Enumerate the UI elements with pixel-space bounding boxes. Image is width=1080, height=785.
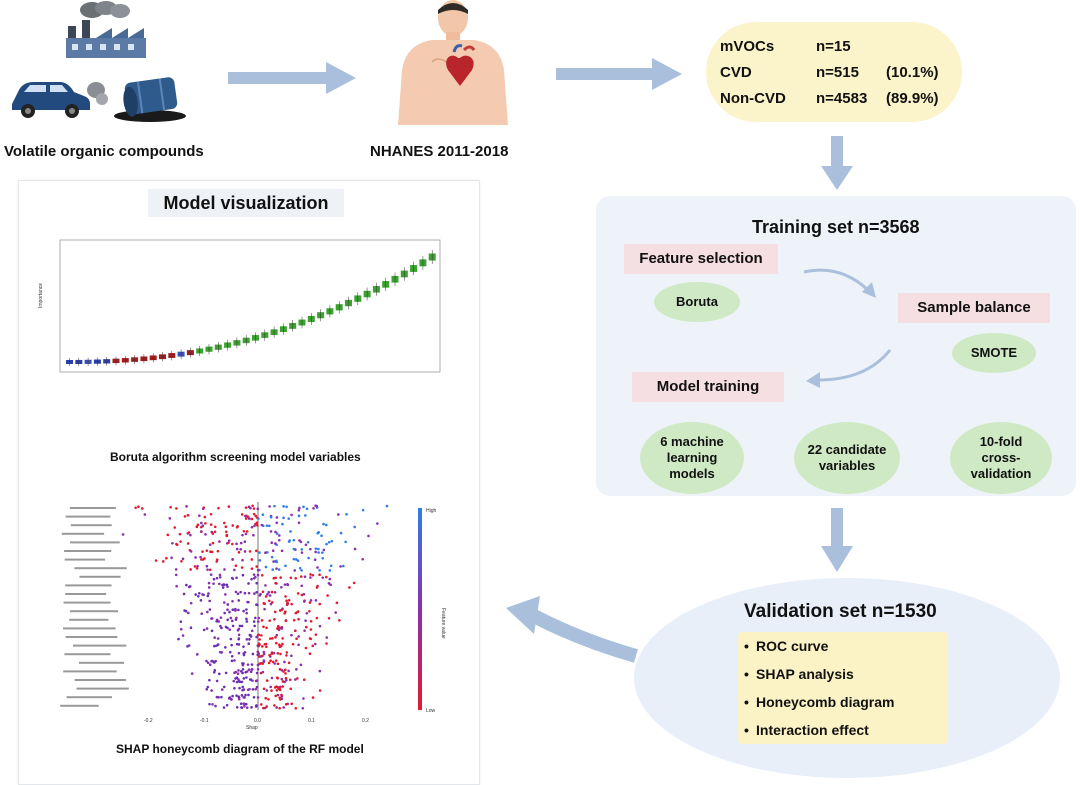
model-visualization-title: Model visualization [148, 189, 344, 217]
validation-title: Validation set n=1530 [744, 601, 937, 622]
models-oval: 6 machine learning models [640, 422, 744, 494]
arrow-right-icon [556, 58, 682, 90]
stats-n: n=515 [816, 64, 859, 81]
curved-arrow-icon [806, 349, 892, 388]
human-heart-icon [398, 0, 508, 125]
stats-pct: (89.9%) [886, 90, 939, 107]
stats-n: n=15 [816, 38, 851, 55]
factory-icon [66, 1, 146, 58]
validation-list: ROC curve SHAP analysis Honeycomb diagra… [738, 632, 948, 744]
boruta-caption: Boruta algorithm screening model variabl… [110, 450, 361, 464]
shap-plot: High Low Feature value -0.2 -0.1 0.0 0.1… [60, 502, 446, 730]
stats-name: Non-CVD [720, 90, 786, 107]
list-item: ROC curve [744, 638, 828, 654]
stats-name: mVOCs [720, 38, 775, 55]
arrow-down-icon [821, 136, 853, 190]
svg-text:0.1: 0.1 [308, 718, 315, 724]
svg-text:-0.2: -0.2 [144, 718, 153, 724]
voc-label: Volatile organic compounds [4, 143, 204, 160]
stats-n: n=4583 [816, 90, 868, 107]
svg-text:Shap: Shap [246, 725, 258, 730]
svg-text:0.2: 0.2 [362, 718, 369, 724]
stats-pct: (10.1%) [886, 64, 939, 81]
car-exhaust-icon [12, 82, 108, 118]
feature-selection-label: Feature selection [624, 244, 778, 274]
oil-barrel-icon [114, 77, 186, 122]
model-training-label: Model training [632, 372, 784, 402]
cohort-stats-box: mVOCs n=15 CVD n=515 (10.1%) Non-CVD n=4… [706, 22, 962, 122]
smote-oval: SMOTE [952, 333, 1036, 373]
svg-text:0.0: 0.0 [254, 718, 261, 724]
arrow-right-icon [228, 62, 356, 94]
curved-arrow-back-icon [506, 596, 638, 663]
variables-oval: 22 candidate variables [794, 422, 900, 494]
list-item: SHAP analysis [744, 666, 854, 682]
svg-text:-0.1: -0.1 [200, 718, 209, 724]
sample-balance-label: Sample balance [898, 293, 1050, 323]
list-item: Honeycomb diagram [744, 694, 895, 710]
nhanes-label: NHANES 2011-2018 [370, 143, 509, 160]
arrow-down-icon [821, 508, 853, 572]
training-title: Training set n=3568 [752, 217, 920, 237]
svg-text:Low: Low [426, 708, 436, 714]
curved-arrow-icon [803, 268, 876, 298]
svg-text:High: High [426, 508, 437, 514]
boruta-plot: Importance [38, 239, 441, 373]
boruta-oval: Boruta [654, 282, 740, 322]
svg-text:Importance: Importance [38, 283, 44, 308]
list-item: Interaction effect [744, 722, 869, 738]
stats-name: CVD [720, 64, 752, 81]
svg-text:Feature value: Feature value [440, 608, 446, 639]
cv-oval: 10-fold cross-validation [950, 422, 1052, 494]
shap-caption: SHAP honeycomb diagram of the RF model [116, 742, 364, 756]
